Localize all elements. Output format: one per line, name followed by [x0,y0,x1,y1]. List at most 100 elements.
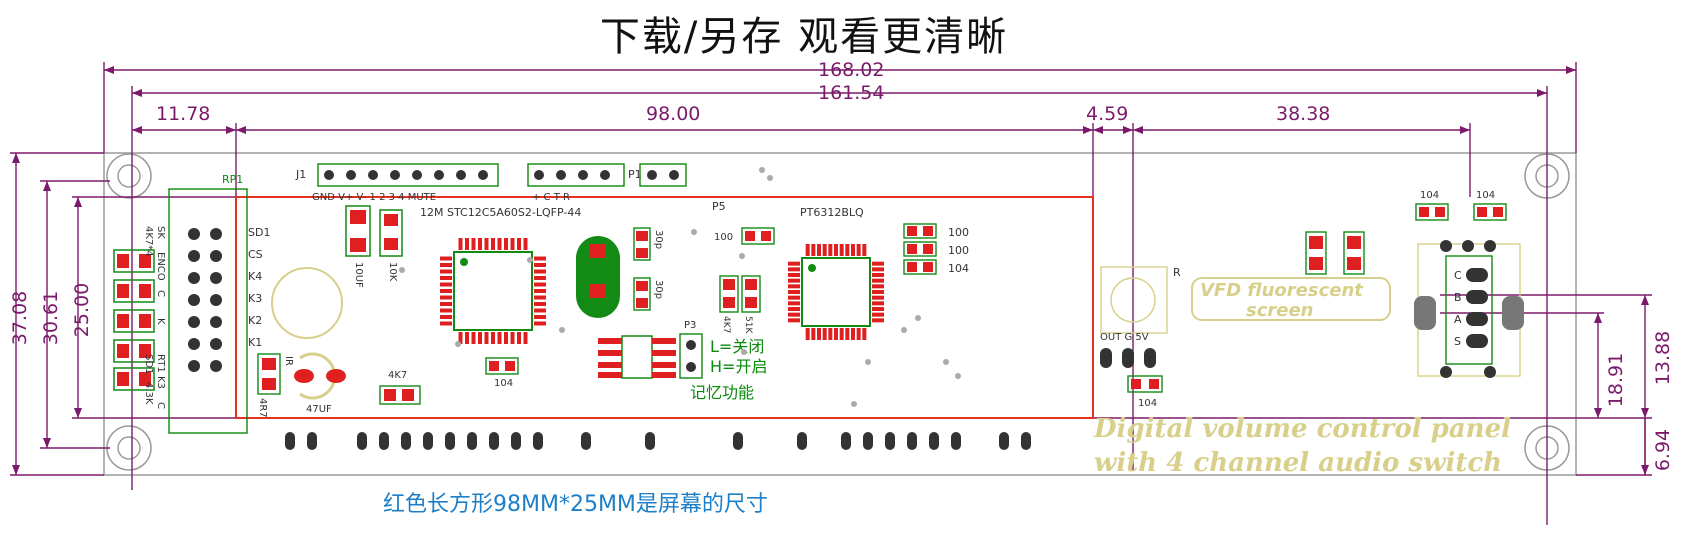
bottom-header-pad [951,432,961,450]
cap-104-right-label: 104 [1138,398,1157,409]
dim-25: 25.00 [71,283,93,337]
dim-161: 161.54 [818,82,884,104]
res-10k [379,209,403,257]
r100-label-a: 100 [714,232,733,243]
p1b-pin-2 [669,170,679,180]
switch-pins [1440,240,1496,378]
bottom-header-pad [645,432,655,450]
pot-r-label: R [1173,266,1181,279]
chip-pad [517,238,521,250]
chip-pad [834,244,838,256]
chip-pad [788,295,800,300]
chip-pad [471,238,476,250]
chip-pad [788,267,800,272]
vias [399,167,961,407]
vfd-label-line1: VFD fluorescent [1200,280,1364,301]
cap-30p-b [633,277,651,311]
chip-pad [811,328,816,340]
out-g-5v-label: OUT G 5V [1100,332,1149,343]
chip-pad [788,284,800,289]
k-label-k2: K2 [248,314,262,327]
chip-pad [839,328,844,340]
chip-pad [834,328,838,340]
j1-pin-labels: GND V+ V- 1 2 3 4 MUTE [312,192,436,203]
bottom-header-pad [907,432,917,450]
screen-size-caption: 红色长方形98MM*25MM是屏幕的尺寸 [383,492,768,517]
chip-pad [788,290,800,294]
res-4k7-bottom [379,385,421,405]
switch-label-a: A [1454,313,1462,326]
chip-pad [534,302,546,306]
chip-pad [817,328,821,340]
left-label-k3: K3 [155,376,166,389]
cap-104-mcu [485,357,519,375]
dim-4-59: 4.59 [1086,103,1128,125]
dim-18-91: 18.91 [1605,353,1627,407]
bottom-header-pad [999,432,1009,450]
k-label-k1: K1 [248,336,262,349]
j1-pins [324,170,488,180]
chip-pad [534,295,546,300]
dim-11-78: 11.78 [156,103,210,125]
p1-label: P1 [628,168,642,181]
r-bank-label-2: 100 [948,244,969,257]
chip-pad [817,244,821,256]
chip-pad [504,238,508,250]
chip-pad [856,244,861,256]
res-10k-label: 10K [387,262,398,282]
bottom-header-pad [929,432,939,450]
chip-pad [440,295,452,300]
switch-label-s: S [1454,335,1461,348]
chip-pad [484,332,489,344]
dim-37-08: 37.08 [9,291,31,345]
bottom-header-pad [423,432,433,450]
switch-tab-left [1414,296,1436,330]
bottom-header-pad [885,432,895,450]
chip-pad [440,289,452,293]
chip-pad [440,315,452,319]
chip-pad [523,238,528,250]
bottom-header-pad [533,432,543,450]
k-label-k3: K3 [248,292,262,305]
p3-label: P3 [684,320,696,331]
chip-pad [788,312,800,317]
chip-pad [872,318,884,323]
k-label-sd1: SD1 [248,226,270,239]
bottom-header-pad [401,432,411,450]
bottom-header-pad [285,432,295,450]
cap-30p-label-a: 30p [653,230,664,249]
rp1-label: RP1 [222,173,243,186]
r-bank-label-1: 100 [948,226,969,239]
screen-area-rect [235,196,1094,419]
chip-pad [504,332,508,344]
chip-pad [805,328,810,340]
english-label-line2: with 4 channel audio switch [1094,448,1503,478]
cap-4k7-label: 4K7 [388,370,407,381]
switch-tab-right [1502,296,1524,330]
left-label-rt1: RT1 [155,354,166,373]
chip-pad [440,269,452,274]
chip-pad [872,261,884,266]
mcu-pads [440,238,546,344]
vfd-label-line2: screen [1246,300,1314,321]
chip-pad [872,278,884,283]
chip-pad [534,315,546,319]
cap-47uf-label: 47UF [306,404,332,415]
chip-pad [845,244,850,256]
chip-pad [534,321,546,326]
chip-pad [534,263,546,267]
chip-pad [534,308,546,313]
dim-98: 98.00 [646,103,700,125]
chip-pad [510,332,515,344]
chip-pad [491,238,495,250]
left-label-4k7: 4K7*4 [143,226,154,257]
cap-30p-a [633,227,651,261]
bottom-header-pad [467,432,477,450]
res-4k7-right-pair [1305,231,1365,275]
chip-pad [497,332,502,344]
mcu-chip [453,251,533,331]
res-4k7-vertical [719,275,761,313]
k-label-k4: K4 [248,270,262,283]
chip-pad [440,276,452,280]
res-100-a [741,227,775,245]
